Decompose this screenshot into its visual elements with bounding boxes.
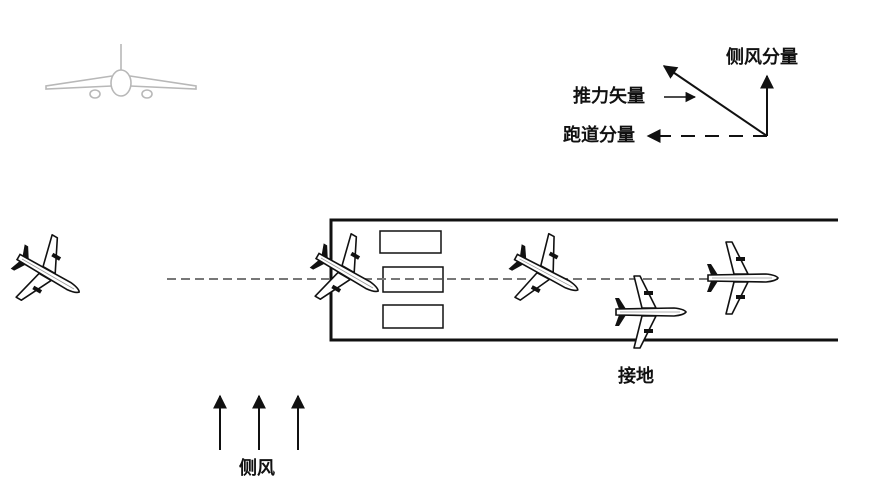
thrust-vector-label: 推力矢量 [573,86,645,107]
airplane-touchdown-icon [614,275,687,349]
airplane-front-view-icon [45,44,197,99]
touchdown-label: 接地 [618,366,654,387]
crosswind-arrows [213,394,305,450]
airplane-icon [706,241,779,315]
crosswind-label: 侧风 [239,458,275,479]
vector-diagram [646,65,774,143]
runway-component-label: 跑道分量 [563,125,635,146]
thrust-vector-arrow [662,65,768,137]
crosswind-component-label: 侧风分量 [726,47,798,68]
airplane-icon [497,223,596,323]
airplane-icon [0,224,98,324]
